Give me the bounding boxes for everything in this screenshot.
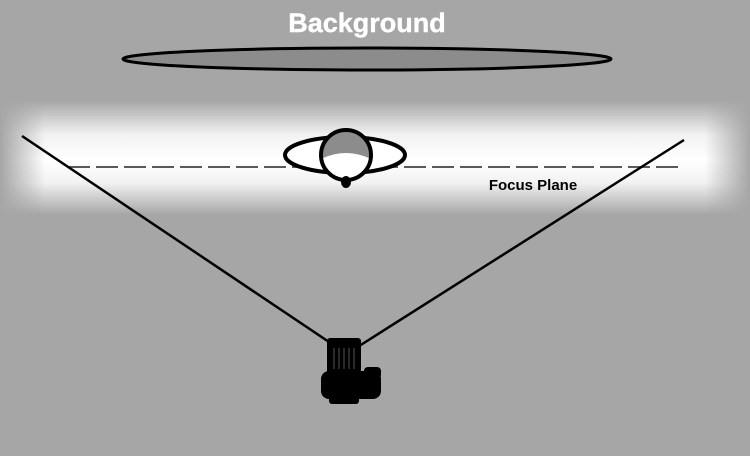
- background-ellipse: [121, 46, 613, 72]
- focus-plane-label: Focus Plane: [489, 177, 577, 194]
- field-of-view-left-line: [21, 134, 339, 350]
- field-of-view-right-line: [355, 138, 685, 350]
- camera-icon: [321, 338, 381, 404]
- subject-nose: [341, 176, 351, 188]
- subject-figure: [283, 128, 407, 188]
- background-label: Background: [288, 8, 446, 38]
